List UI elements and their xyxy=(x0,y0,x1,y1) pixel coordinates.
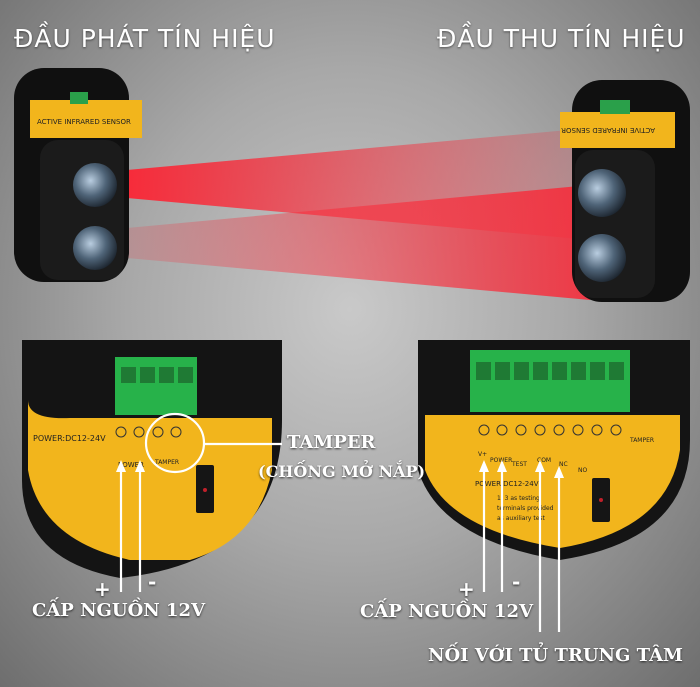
transmitter-lens-lower xyxy=(73,226,117,270)
receiver-terminal-label-no: NO xyxy=(578,467,587,474)
receiver-terminal-block xyxy=(470,350,630,412)
receiver-note-line-1: 1, 3 as testing xyxy=(497,495,540,502)
transmitter-device: ACTIVE INFRARED SENSOR xyxy=(14,68,142,282)
receiver-terminal-label-vplus: V+ xyxy=(478,451,487,458)
left-minus-sign: - xyxy=(148,570,157,594)
receiver-lens-upper xyxy=(578,169,626,217)
receiver-power-label: POWER:DC12-24V xyxy=(475,480,539,488)
right-minus-sign: - xyxy=(512,570,521,594)
receiver-sensor-text: ACTIVE INFRARED SENSOR xyxy=(561,126,655,134)
receiver-note-line-3: as auxiliary test xyxy=(497,515,546,522)
left-plus-sign: + xyxy=(94,577,111,601)
transmitter-terminal-block xyxy=(115,357,197,415)
transmitter-sensor-text: ACTIVE INFRARED SENSOR xyxy=(37,118,131,126)
tamper-subtitle: (CHỐNG MỞ NẮP) xyxy=(258,462,426,481)
infrared-beams xyxy=(105,128,590,300)
receiver-note-line-2: terminals provided xyxy=(497,505,554,512)
receiver-tamper-terminal-label: TAMPER xyxy=(629,437,654,444)
right-plus-sign: + xyxy=(458,577,475,601)
callout-lines xyxy=(119,412,561,632)
transmitter-power-label: POWER:DC12-24V xyxy=(33,434,106,443)
right-power-label: CẤP NGUỒN 12V xyxy=(360,601,534,622)
connect-panel-label: NỐI VỚI TỦ TRUNG TÂM xyxy=(428,645,683,666)
beam-lower xyxy=(105,185,590,300)
receiver-terminal-panel: TAMPER V+ POWER TEST COM NC NO POWER:DC1… xyxy=(418,340,690,560)
transmitter-lens-upper xyxy=(73,163,117,207)
transmitter-power-terminal-label: POWER xyxy=(118,461,144,469)
receiver-terminal-label-com: COM xyxy=(537,457,551,464)
left-power-label: CẤP NGUỒN 12V xyxy=(32,600,206,621)
receiver-terminal-label-nc: NC xyxy=(559,461,568,468)
tamper-title: TAMPER xyxy=(287,432,376,453)
transmitter-tamper-terminal-label: TAMPER xyxy=(154,459,179,466)
receiver-heading: ĐẦU THU TÍN HIỆU xyxy=(437,24,686,53)
receiver-terminal-label-test: TEST xyxy=(511,461,527,468)
transmitter-heading: ĐẦU PHÁT TÍN HIỆU xyxy=(14,24,276,53)
receiver-device: ACTIVE INFRARED SENSOR xyxy=(560,80,690,302)
receiver-lens-lower xyxy=(578,234,626,282)
receiver-terminal-label-power: POWER xyxy=(490,457,512,464)
